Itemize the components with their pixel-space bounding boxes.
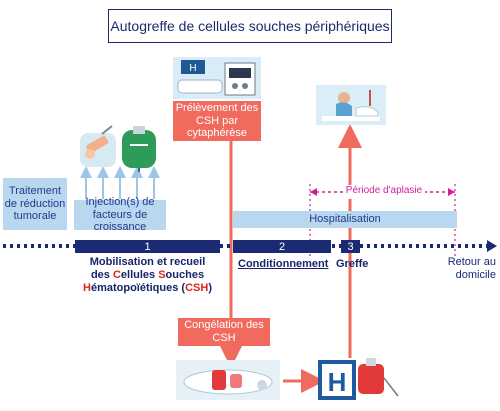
aplasie-arrow-left <box>310 188 317 196</box>
retour-domicile-label: Retour au domicile <box>447 256 496 281</box>
hospital-icon: H <box>318 360 356 400</box>
freezer-icon <box>176 360 280 400</box>
mob-ellules: ellules <box>120 269 159 282</box>
blood-bag-icon <box>358 358 399 397</box>
greffe-label: Greffe <box>336 258 369 270</box>
aplasie-arrow-right <box>448 188 455 196</box>
traitement-box: Traitement de réduction tumorale <box>3 178 67 230</box>
hospital-h-letter: H <box>328 367 347 397</box>
mobilisation-label: Mobilisation et recueil des Cellules Sou… <box>65 256 230 296</box>
mob-ematopoietiques: ématopoïétiques ( <box>90 282 186 295</box>
syringe-icon <box>80 125 116 167</box>
mob-csh: CSH <box>185 282 209 295</box>
graft-scene-icon <box>316 85 386 125</box>
timeline-arrowhead <box>487 240 497 252</box>
aplasie-label-wrap: Période d'aplasie <box>324 185 444 199</box>
injection-arrows <box>80 166 160 199</box>
cytapheresis-machine-icon: H <box>173 57 261 99</box>
timeline-segment-3: 3 <box>341 240 360 253</box>
hospitalisation-bar: Hospitalisation <box>233 211 457 228</box>
mob-c: C <box>112 269 121 282</box>
prelevement-box: Prélèvement des CSH par cytaphérèse <box>173 101 261 141</box>
mob-h: H <box>83 282 91 295</box>
mob-line1: Mobilisation et recueil <box>89 256 206 268</box>
mob-close: ) <box>208 282 212 295</box>
conditionnement-label: Conditionnement <box>238 258 329 270</box>
injection-box: Injection(s) de facteurs de croissance <box>74 196 166 233</box>
mob-ouches: ouches <box>165 269 205 282</box>
aplasie-label: Période d'aplasie <box>342 185 426 199</box>
congelation-box: Congélation des CSH <box>178 318 270 346</box>
mob-s: S <box>158 269 166 282</box>
mob-des: des <box>90 269 113 282</box>
diagram-title: Autogreffe de cellules souches périphéri… <box>108 9 392 43</box>
timeline-segment-2: 2 <box>233 240 331 253</box>
timeline-segment-1: 1 <box>75 240 220 253</box>
iv-bag-icon <box>122 126 156 172</box>
machine-h-letter: H <box>189 63 196 74</box>
